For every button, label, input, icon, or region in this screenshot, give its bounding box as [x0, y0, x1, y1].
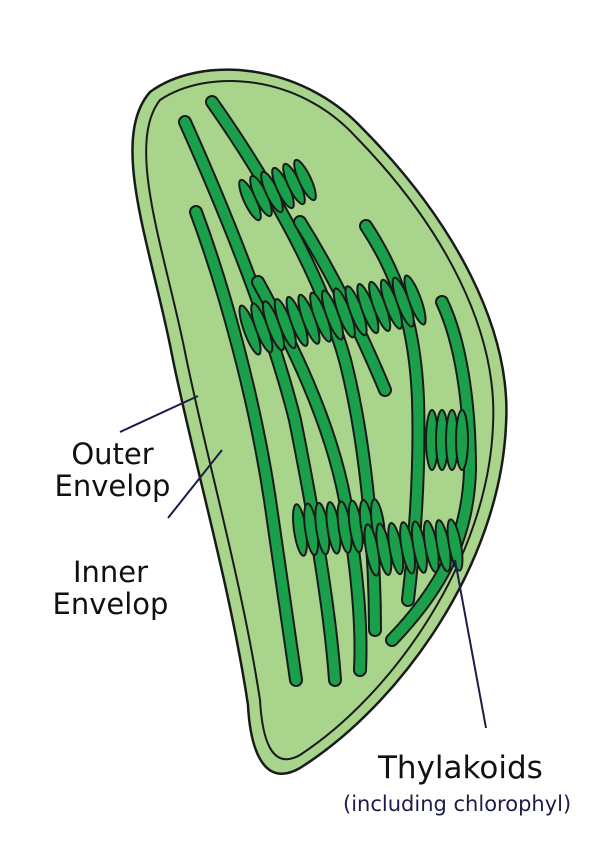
thylakoids-label: Thylakoids: [378, 750, 543, 786]
thylakoid-group: [178, 95, 478, 687]
granum-disc: [446, 518, 464, 572]
thylakoids-leader: [454, 559, 487, 729]
grana-group: [238, 158, 469, 577]
thylakoid-lamella: [191, 207, 301, 685]
inner-envelope-label-line1: Inner: [72, 555, 149, 589]
inner-envelope: [145, 79, 495, 761]
granum-disc: [403, 274, 427, 326]
outer-envelope-label-line1: Outer: [71, 437, 154, 471]
outer-envelope-label-line2: Envelop: [54, 469, 171, 503]
outer-envelope-label: Outer Envelop: [50, 438, 175, 502]
thylakoids-note: (including chlorophyl): [343, 792, 572, 816]
inner-envelope-label: Inner Envelop: [48, 556, 173, 620]
thylakoid-lamella: [387, 297, 476, 645]
granum-disc: [293, 158, 317, 202]
inner-envelope-leader: [167, 449, 223, 519]
granum-disc: [455, 409, 469, 471]
thylakoid-lamella: [180, 117, 340, 685]
outer-envelope-leader: [119, 395, 199, 433]
leader-lines: [119, 395, 487, 729]
inner-envelope-label-line2: Envelop: [52, 587, 169, 621]
